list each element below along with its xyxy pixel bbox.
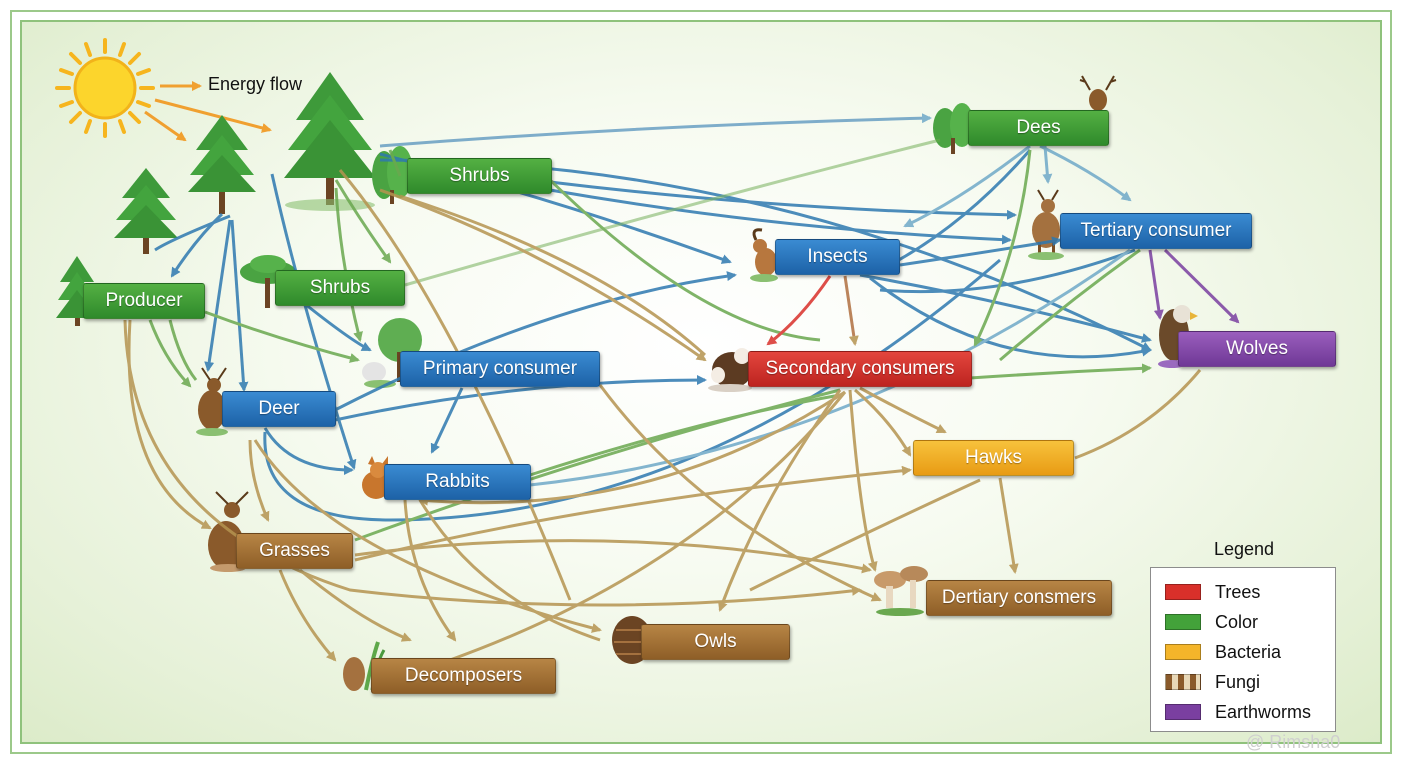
legend-label: Color bbox=[1215, 611, 1259, 632]
node-decomposers[interactable]: Decomposers bbox=[371, 658, 556, 694]
node-deer[interactable]: Deer bbox=[222, 391, 336, 427]
node-hawks[interactable]: Hawks bbox=[913, 440, 1074, 476]
node-primary-consumer[interactable]: Primary consumer bbox=[400, 351, 600, 387]
node-secondary-consumers[interactable]: Secondary consumers bbox=[748, 351, 972, 387]
legend-item-fungi: Fungi bbox=[1165, 671, 1260, 693]
legend-item-color: Color bbox=[1165, 611, 1258, 633]
energy-flow-arrows bbox=[144, 81, 272, 142]
node-wolves[interactable]: Wolves bbox=[1178, 331, 1336, 367]
node-tertiary-consumer[interactable]: Tertiary consumer bbox=[1060, 213, 1252, 249]
node-shrubs-top[interactable]: Shrubs bbox=[407, 158, 552, 194]
legend-swatch-earthworms bbox=[1165, 704, 1201, 720]
node-dertiary-consmers[interactable]: Dertiary consmers bbox=[926, 580, 1112, 616]
legend-swatch-fungi bbox=[1165, 674, 1201, 690]
legend-item-earthworms: Earthworms bbox=[1165, 701, 1311, 723]
food-web-arrows bbox=[123, 113, 1240, 662]
node-shrubs-mid[interactable]: Shrubs bbox=[275, 270, 405, 306]
legend-title: Legend bbox=[1214, 539, 1275, 559]
legend: Trees Color Bacteria Fungi Earthworms bbox=[1150, 567, 1336, 732]
legend-item-trees: Trees bbox=[1165, 581, 1260, 603]
legend-label: Bacteria bbox=[1215, 641, 1282, 662]
legend-item-bacteria: Bacteria bbox=[1165, 641, 1281, 663]
watermark: @ Rimsha0 bbox=[1246, 732, 1341, 752]
energy-flow-label: Energy flow bbox=[208, 74, 303, 94]
outer-frame bbox=[10, 10, 1392, 754]
sun-icon bbox=[55, 38, 155, 138]
node-insects[interactable]: Insects bbox=[775, 239, 900, 275]
node-owls[interactable]: Owls bbox=[641, 624, 790, 660]
legend-label: Fungi bbox=[1215, 671, 1261, 692]
node-producer[interactable]: Producer bbox=[83, 283, 205, 319]
legend-swatch-color bbox=[1165, 614, 1201, 630]
node-rabbits[interactable]: Rabbits bbox=[384, 464, 531, 500]
legend-swatch-bacteria bbox=[1165, 644, 1201, 660]
node-grasses[interactable]: Grasses bbox=[236, 533, 353, 569]
legend-label: Earthworms bbox=[1215, 701, 1312, 722]
legend-swatch-trees bbox=[1165, 584, 1201, 600]
node-dees[interactable]: Dees bbox=[968, 110, 1109, 146]
legend-label: Trees bbox=[1215, 581, 1261, 602]
